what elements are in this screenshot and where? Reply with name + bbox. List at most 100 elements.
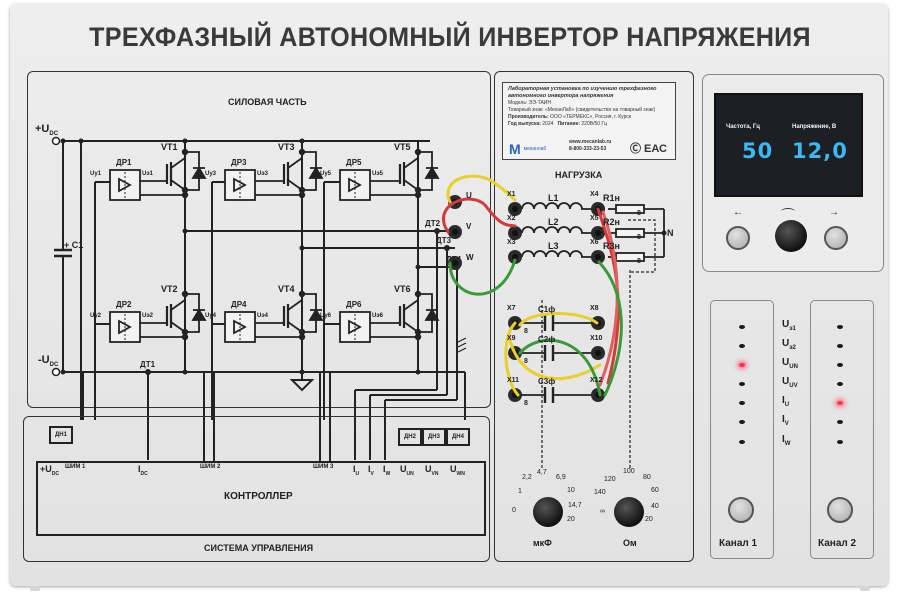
udc-plus-label: +UDC (35, 123, 59, 138)
inductor-coil (521, 250, 596, 258)
current-sensor-dt2: ДТ2 (425, 219, 441, 228)
output-u-label: U (466, 191, 472, 200)
left-arrow-icon: ← (733, 207, 743, 218)
terminal-socket-X1 (508, 202, 522, 216)
udc-minus-label: -UDC (38, 354, 59, 369)
capacitance-dial-mark: 10 (567, 487, 575, 494)
frequency-label: Частота, Гц (726, 124, 760, 130)
channel2-led (837, 325, 843, 329)
channel1-led (739, 420, 745, 424)
left-button[interactable] (726, 226, 750, 250)
controller-input-label: UUN (400, 464, 414, 477)
channel1-led (739, 382, 745, 386)
output-w-label: W (466, 253, 474, 262)
signal-label: IU (782, 395, 790, 408)
load-section-frame (494, 71, 694, 562)
channel2-led (837, 363, 843, 367)
controller-input-label: ШИМ 3 (313, 464, 334, 470)
lcd-display: Частота, Гц Напряжение, В 50 12,0 (714, 93, 863, 197)
signal-label: UUV (782, 376, 798, 389)
panel-foot (30, 586, 40, 591)
udc-minus-terminal (51, 367, 61, 377)
ganged-mark: 8 (637, 210, 641, 217)
capacitance-dial-mark: 14,7 (568, 502, 582, 509)
diode-icon (308, 166, 324, 179)
signal-label: IW (782, 434, 791, 447)
voltage-sensor-dn4: ДН4 (446, 428, 470, 446)
wire-yellow-x7-x8 (518, 312, 599, 327)
signal-label: Uэ1 (782, 319, 796, 332)
resistance-dial-mark: 20 (645, 516, 653, 523)
info-title-2: автономного инвертора напряжения (508, 93, 614, 99)
voltage-sensor-dn3: ДН3 (422, 428, 446, 446)
driver-igbt-group (339, 148, 440, 201)
right-button[interactable] (824, 226, 848, 250)
rotate-icon (781, 208, 795, 215)
signal-label: IV (782, 414, 789, 427)
current-sensor-dt1: ДТ1 (140, 360, 156, 369)
power-section-title: СИЛОВАЯ ЧАСТЬ (228, 97, 307, 107)
driver-output-label: Uэ4 (257, 313, 268, 319)
output-socket (448, 225, 462, 239)
controller-box (36, 461, 486, 536)
capacitance-selector-knob[interactable] (533, 497, 563, 527)
transistor-label: VT2 (161, 284, 178, 294)
controller-input-label: IU (353, 464, 360, 477)
driver-block (224, 169, 256, 201)
terminal-label: X7 (507, 305, 516, 312)
diode-icon (424, 308, 440, 321)
capacitance-dial-mark: 6,9 (556, 474, 566, 481)
amplifier-icon (348, 177, 362, 193)
amplifier-icon (348, 319, 362, 335)
channel-2-panel (810, 300, 874, 559)
wire-yellow-x9-x10 (508, 338, 602, 381)
terminal-socket-X3 (508, 250, 522, 264)
current-sensor-dt3: ДТ3 (436, 236, 452, 245)
channel2-led (837, 344, 843, 348)
diode-icon (191, 308, 207, 321)
wire-green-x6 (597, 260, 623, 397)
panel-foot (860, 586, 870, 591)
diode-icon (191, 166, 207, 179)
driver-name: ДР1 (116, 158, 132, 167)
resistance-selector-knob[interactable] (614, 497, 644, 527)
capacitance-unit-label: мкФ (533, 538, 552, 548)
inductor-coil (521, 202, 596, 210)
wire-yellow-x7-x11 (504, 321, 520, 397)
resistance-dial-mark: 40 (651, 503, 659, 510)
voltage-sensor-dn1: ДН1 (49, 426, 73, 444)
channel1-led (739, 325, 745, 329)
inductor-label: L3 (548, 241, 559, 251)
channel1-led (739, 363, 745, 367)
control-section-frame (23, 416, 490, 562)
resistance-dial-mark: 120 (604, 476, 616, 483)
diode-icon (308, 308, 324, 321)
terminal-label: X9 (507, 335, 516, 342)
terminal-label: X10 (590, 335, 603, 342)
transistor-label: VT1 (161, 142, 178, 152)
terminal-label: X8 (590, 305, 599, 312)
channel1-led (739, 401, 745, 405)
power-section-frame (27, 71, 491, 408)
panel-title: ТРЕХФАЗНЫЙ АВТОНОМНЫЙ ИНВЕРТОР НАПРЯЖЕНИ… (89, 22, 811, 52)
driver-input-label: Uy3 (205, 171, 217, 177)
controller-input-label: +UDC (40, 464, 59, 477)
amplifier-icon (233, 177, 247, 193)
terminal-label: X12 (590, 377, 603, 384)
driver-input-label: Uy1 (90, 171, 102, 177)
driver-output-label: Uэ6 (372, 313, 383, 319)
driver-igbt-group (339, 290, 440, 343)
voltage-value: 12,0 (792, 139, 848, 163)
ganged-mark: 8 (637, 234, 641, 241)
terminal-label: X6 (590, 239, 599, 246)
ganged-mark: 8 (524, 400, 528, 407)
adjust-knob[interactable] (775, 220, 807, 252)
transistor-label: VT3 (278, 142, 295, 152)
terminal-socket-X11 (508, 388, 522, 402)
resistance-dial-mark: 100 (623, 468, 635, 475)
control-section-title: СИСТЕМА УПРАВЛЕНИЯ (204, 543, 314, 553)
channel-2-button[interactable] (827, 497, 853, 523)
transistor-label: VT5 (394, 142, 411, 152)
channel-1-label: Канал 1 (719, 538, 758, 549)
channel-1-button[interactable] (728, 497, 754, 523)
